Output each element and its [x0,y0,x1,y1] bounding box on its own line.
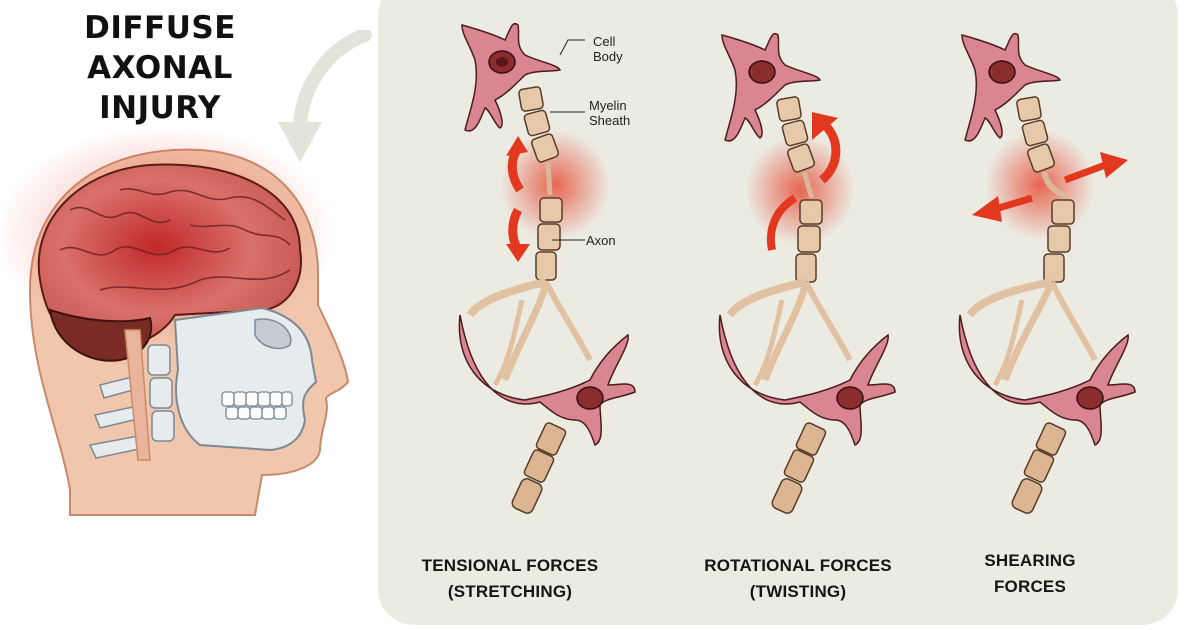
caption-shearing-line-1: SHEARING [984,551,1076,570]
neuron-icon-rotational [718,33,896,514]
title-line-3: INJURY [99,90,221,126]
neuron-icon-shearing [958,33,1136,514]
caption-tensional: TENSIONAL FORCES (STRETCHING) [410,553,610,605]
axon-label: Axon [586,233,616,248]
cell-body-label: Cell Body [593,34,623,64]
cell-body-label-line-2: Body [593,49,623,64]
caption-rotational: ROTATIONAL FORCES (TWISTING) [688,553,908,605]
caption-tensional-line-1: TENSIONAL FORCES [421,556,599,575]
myelin-label-line-1: Myelin [589,98,627,113]
neuron-icon-tensional [458,23,636,514]
caption-rotational-line-1: ROTATIONAL FORCES [704,556,892,575]
myelin-label-line-2: Sheath [589,113,631,128]
caption-shearing: SHEARING FORCES [970,548,1090,600]
caption-rotational-line-2: (TWISTING) [749,582,847,601]
caption-tensional-line-2: (STRETCHING) [447,582,573,601]
title-line-1: DIFFUSE [84,10,236,46]
head-cross-section-icon [0,130,350,516]
curved-arrow-icon [278,30,372,162]
cell-body-label-line-1: Cell [593,34,616,49]
caption-shearing-line-2: FORCES [993,577,1067,596]
title-line-2: AXONAL [87,50,233,86]
diagram-title: DIFFUSE AXONAL INJURY [60,8,260,128]
myelin-sheath-label: Myelin Sheath [589,98,630,128]
